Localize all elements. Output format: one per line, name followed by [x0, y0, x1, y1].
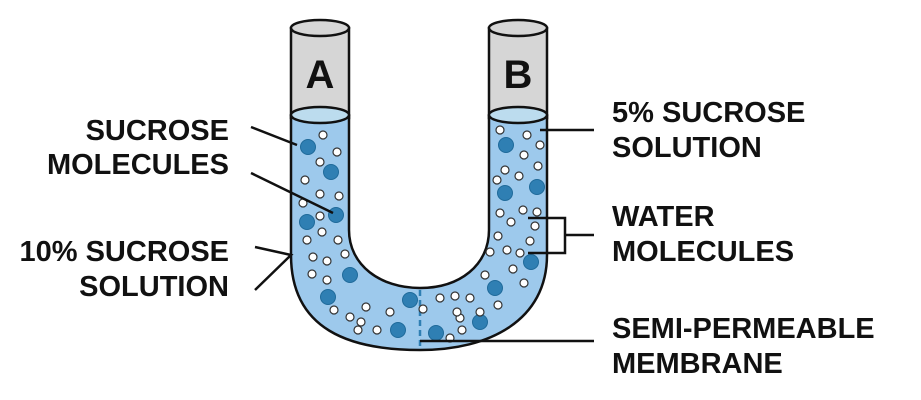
water-molecule [356, 317, 366, 327]
tube-a-meniscus [289, 105, 351, 125]
water-molecule [515, 248, 525, 258]
sucrose-molecule [497, 185, 513, 201]
tube-a-label: A [306, 53, 335, 97]
sucrose-molecule [529, 179, 545, 195]
tube-a-rim [289, 18, 351, 38]
water-molecule [493, 300, 503, 310]
water-molecule [315, 189, 325, 199]
water-molecule [317, 227, 327, 237]
sucrose-molecule [342, 267, 358, 283]
sucrose-molecule [428, 325, 444, 341]
water-molecule [372, 325, 382, 335]
water-molecule [302, 235, 312, 245]
water-molecule [308, 252, 318, 262]
five-percent-label-line1: 5% SUCROSE [612, 97, 805, 129]
water-molecule [514, 171, 524, 181]
water-molecule [480, 270, 490, 280]
water-molecule [495, 125, 505, 135]
sucrose-molecule [320, 289, 336, 305]
tube-b-label: B [504, 53, 533, 97]
water-molecule [332, 147, 342, 157]
water-molecule [493, 231, 503, 241]
water-molecule [525, 236, 535, 246]
leader-sucrose-2 [250, 171, 334, 215]
leader-ten-percent [254, 245, 294, 291]
ten-percent-label-line2: SOLUTION [79, 271, 229, 303]
water-molecule [315, 211, 325, 221]
sucrose-molecule [498, 137, 514, 153]
sucrose-molecule [487, 280, 503, 296]
membrane-label-line1: SEMI-PERMEABLE [612, 313, 875, 345]
water-molecule [329, 305, 339, 315]
water-molecule [519, 150, 529, 160]
water-molecule [465, 293, 475, 303]
water-molecule [385, 307, 395, 317]
membrane-label-line2: MEMBRANE [612, 348, 783, 380]
water-molecule [334, 191, 344, 201]
water-molecules-label-line1: WATER [612, 201, 715, 233]
sucrose-molecules-label-line2: MOLECULES [47, 149, 229, 181]
water-molecule [532, 207, 542, 217]
water-molecule [322, 256, 332, 266]
water-molecule [345, 312, 355, 322]
water-molecule [535, 140, 545, 150]
water-molecule [300, 175, 310, 185]
water-molecule [519, 278, 529, 288]
molecules-group [298, 125, 545, 343]
water-molecule [307, 269, 317, 279]
water-molecule [485, 247, 495, 257]
water-molecule [322, 275, 332, 285]
sucrose-molecule [523, 254, 539, 270]
water-molecule [340, 249, 350, 259]
water-molecule [452, 307, 462, 317]
water-molecule [418, 304, 428, 314]
sucrose-molecule [390, 322, 406, 338]
tube-b-rim [487, 18, 549, 38]
water-molecule [333, 235, 343, 245]
water-molecule [457, 325, 467, 335]
tube-b-meniscus [487, 105, 549, 125]
sucrose-molecule [300, 139, 316, 155]
water-molecule [318, 130, 328, 140]
water-molecule [492, 175, 502, 185]
water-molecule [361, 302, 371, 312]
five-percent-label-line2: SOLUTION [612, 132, 762, 164]
water-molecule [435, 293, 445, 303]
water-molecule [506, 217, 516, 227]
tube-a-empty-section [289, 26, 351, 120]
water-molecule [522, 130, 532, 140]
ten-percent-label-line1: 10% SUCROSE [19, 236, 229, 268]
water-molecule [495, 208, 505, 218]
sucrose-molecule [323, 164, 339, 180]
water-molecule [353, 325, 363, 335]
sucrose-molecule [402, 292, 418, 308]
solution-body [289, 113, 549, 352]
sucrose-molecule [328, 207, 344, 223]
water-molecule [450, 291, 460, 301]
water-molecule [500, 165, 510, 175]
water-molecule [533, 161, 543, 171]
water-molecule [530, 221, 540, 231]
leader-sucrose-1 [250, 125, 298, 147]
sucrose-molecule [299, 214, 315, 230]
sucrose-molecule [472, 314, 488, 330]
sucrose-molecules-label-line1: SUCROSE [86, 115, 229, 147]
water-molecule [315, 157, 325, 167]
water-molecule [475, 307, 485, 317]
water-molecules-label-line2: MOLECULES [612, 236, 794, 268]
water-molecule [508, 264, 518, 274]
water-molecule [518, 205, 528, 215]
water-molecule [502, 245, 512, 255]
